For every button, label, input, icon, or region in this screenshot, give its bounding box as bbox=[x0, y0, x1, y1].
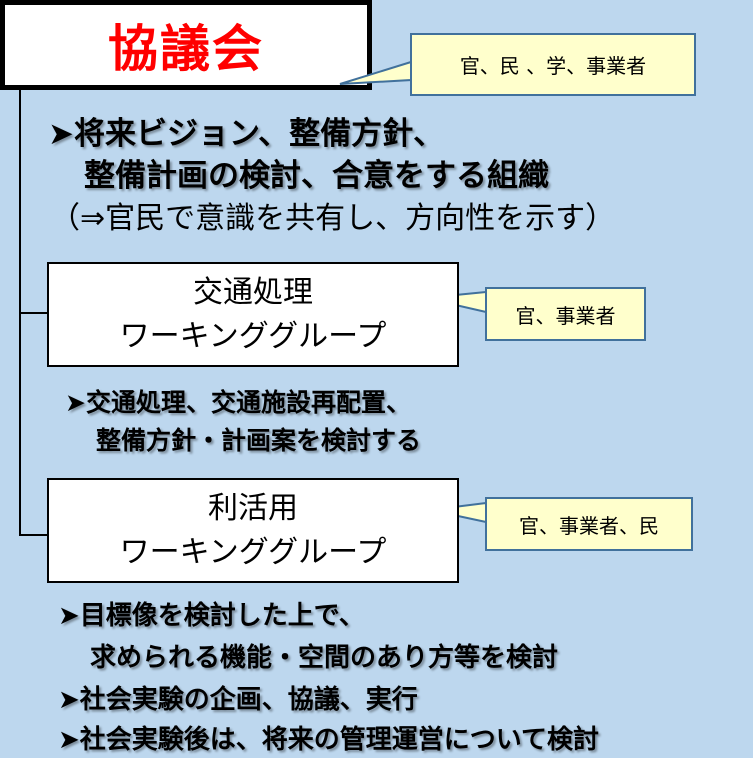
traffic-wg-title-2: ワーキンググループ bbox=[119, 318, 387, 354]
traffic-wg-title-1: 交通処理 bbox=[193, 274, 313, 310]
utilization-wg-members: 官、事業者、民 bbox=[519, 513, 659, 538]
traffic-wg-box: 交通処理 ワーキンググループ bbox=[47, 262, 459, 367]
council-members-callout: 官、民 、学、事業者 bbox=[410, 33, 696, 96]
tree-connector-traffic bbox=[19, 312, 48, 314]
utilization-wg-bullet-3: ➤社会実験の企画、協議、実行 bbox=[58, 685, 418, 715]
callout-tail-council bbox=[339, 60, 412, 85]
utilization-wg-members-callout: 官、事業者、民 bbox=[485, 497, 693, 551]
utilization-wg-bullet-1: ➤目標像を検討した上で、 bbox=[58, 601, 365, 631]
utilization-wg-bullet-4: ➤社会実験後は、将来の管理運営について検討 bbox=[58, 725, 600, 755]
council-note: （⇒官民で意識を共有し、方向性を示す） bbox=[50, 201, 616, 236]
utilization-wg-title-1: 利活用 bbox=[208, 490, 298, 526]
council-members: 官、民 、学、事業者 bbox=[459, 54, 647, 78]
traffic-wg-members: 官、事業者 bbox=[515, 303, 616, 328]
utilization-wg-title-2: ワーキンググループ bbox=[119, 534, 387, 570]
council-title: 協議会 bbox=[108, 20, 264, 78]
tree-connector-utilization bbox=[19, 534, 48, 536]
traffic-wg-bullet-1: ➤交通処理、交通施設再配置、 bbox=[65, 388, 411, 417]
traffic-wg-members-callout: 官、事業者 bbox=[485, 287, 646, 341]
utilization-wg-bullet-2: 求められる機能・空間のあり方等を検討 bbox=[90, 643, 559, 673]
council-bullet-1: ➤将来ビジョン、整備方針、 bbox=[48, 116, 445, 152]
council-bullet-2: 整備計画の検討、合意をする組織 bbox=[84, 158, 549, 194]
council-box: 協議会 bbox=[0, 0, 372, 90]
utilization-wg-box: 利活用 ワーキンググループ bbox=[47, 478, 459, 583]
traffic-wg-bullet-2: 整備方針・計画案を検討する bbox=[96, 426, 422, 455]
